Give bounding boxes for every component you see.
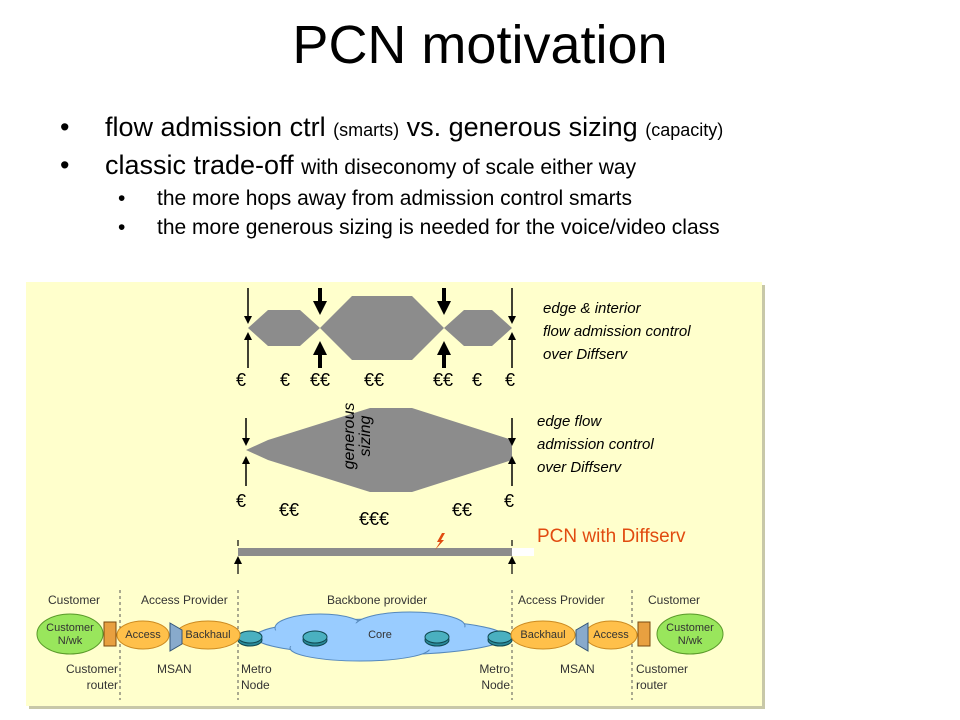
bullet-1: flow admission ctrl (smarts) vs. generou… <box>105 112 723 143</box>
backhaul-label-left: Backhaul <box>185 629 231 641</box>
bullet-2-main: classic trade-off <box>105 150 294 180</box>
bullet-1-small2: (capacity) <box>645 120 724 140</box>
segment-customer-right: Customer <box>648 593 701 607</box>
cost-label: € <box>236 491 247 511</box>
segment-access-provider-right: Access Provider <box>518 593 605 607</box>
customer-cloud-left <box>36 613 104 655</box>
row1-pipe <box>248 310 320 346</box>
row3-label: PCN with Diffserv <box>537 526 686 547</box>
row1-pipe <box>444 310 512 346</box>
bullet-dot: • <box>60 112 70 142</box>
router-icon <box>424 630 450 647</box>
cost-label: € <box>504 491 515 511</box>
lightning-icon <box>435 533 445 550</box>
access-cloud-left <box>116 620 170 650</box>
bullet-dot: • <box>118 216 126 239</box>
customer-router-icon <box>103 621 117 647</box>
pcn-bar <box>238 548 512 556</box>
router-icon <box>302 630 328 647</box>
row1-label: edge & interior flow admission control o… <box>543 300 691 363</box>
cost-label: €€ <box>364 370 385 390</box>
cost-label: € <box>472 370 483 390</box>
msan-label-left: MSAN <box>157 662 192 676</box>
cost-label: €€€ <box>359 509 390 529</box>
bullet-dot: • <box>60 150 70 180</box>
msan-label-right: MSAN <box>560 662 595 676</box>
row1-pipe <box>320 296 444 360</box>
msan-icon <box>169 622 183 652</box>
bullet-2-rest: with diseconomy of scale either way <box>301 156 637 179</box>
router-icon <box>237 630 263 647</box>
access-label-right: Access <box>593 629 629 641</box>
access-label-left: Access <box>125 629 161 641</box>
cost-label: € <box>236 370 247 390</box>
cost-label: €€ <box>310 370 331 390</box>
backhaul-cloud-right <box>510 620 576 650</box>
bullet-2: classic trade-off with diseconomy of sca… <box>105 150 636 181</box>
row2-label: edge flow admission control over Diffser… <box>537 413 654 476</box>
customer-cloud-right <box>656 613 724 655</box>
cost-label: €€ <box>279 500 300 520</box>
bullet-1-mid: vs. generous sizing <box>399 112 638 142</box>
cost-label: €€ <box>452 500 473 520</box>
bullet-1-main: flow admission ctrl <box>105 112 326 142</box>
customer-router-icon <box>637 621 651 647</box>
generous-sizing-label: generous sizing <box>341 402 374 470</box>
cost-label: €€ <box>433 370 454 390</box>
cost-label: € <box>505 370 516 390</box>
cost-label: € <box>280 370 291 390</box>
segment-access-provider-left: Access Provider <box>141 593 228 607</box>
bullet-dot: • <box>118 187 126 210</box>
row2-pipe <box>246 408 512 492</box>
page-title: PCN motivation <box>292 15 668 75</box>
bullet-1-small: (smarts) <box>333 120 400 140</box>
msan-icon <box>575 622 589 652</box>
subbullet-2: the more generous sizing is needed for t… <box>157 216 720 239</box>
core-label: Core <box>368 629 392 641</box>
segment-backbone: Backbone provider <box>327 593 428 607</box>
segment-customer-left: Customer <box>48 593 101 607</box>
subbullet-1: the more hops away from admission contro… <box>157 187 633 210</box>
router-icon <box>487 630 513 647</box>
backhaul-label-right: Backhaul <box>520 629 566 641</box>
